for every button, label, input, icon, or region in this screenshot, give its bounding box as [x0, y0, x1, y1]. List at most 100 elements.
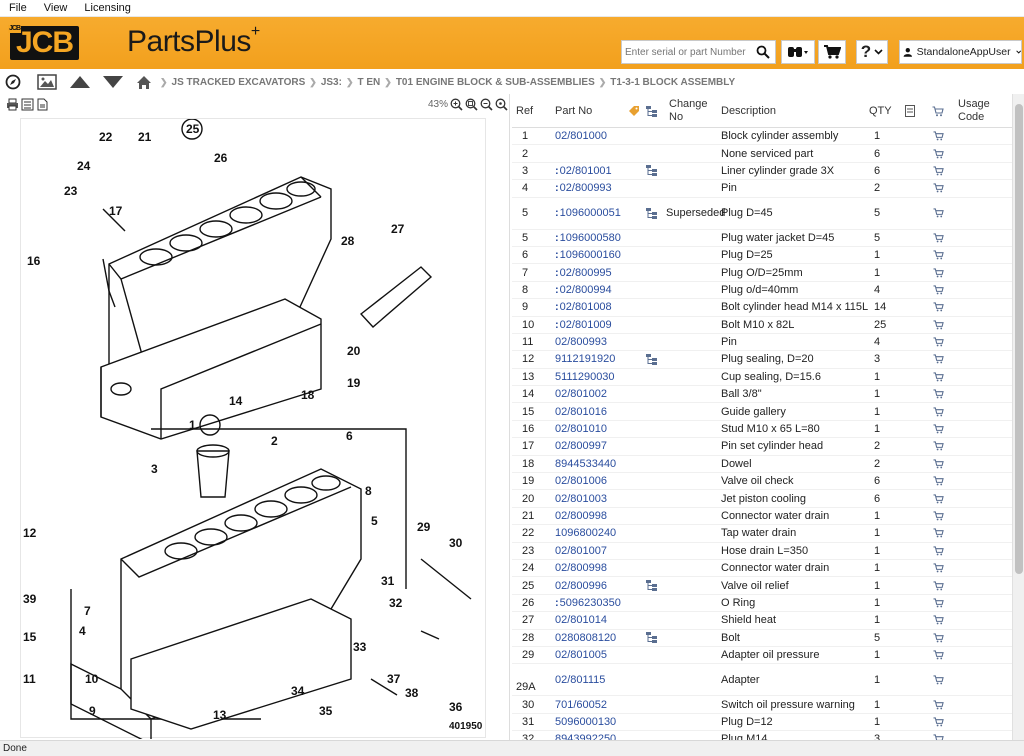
part-number-link[interactable]: 02/800995 — [559, 266, 612, 279]
menu-licensing[interactable]: Licensing — [84, 2, 131, 14]
callout-16[interactable]: 16 — [27, 254, 41, 268]
part-number-link[interactable]: 8943992250 — [555, 733, 617, 740]
cell-part-no[interactable]: 8944533440 — [555, 456, 645, 472]
cell-part-no[interactable]: :5096230350 — [555, 595, 645, 611]
home-button[interactable] — [135, 73, 153, 91]
callout-13[interactable]: 13 — [213, 708, 227, 722]
breadcrumb-item[interactable]: JS3: — [320, 76, 342, 88]
callout-27[interactable]: 27 — [391, 222, 405, 236]
add-to-cart-button[interactable] — [933, 664, 947, 695]
cell-part-no[interactable]: 02/801014 — [555, 612, 645, 628]
col-usage-code[interactable]: Usage Code — [958, 98, 990, 123]
add-to-cart-button[interactable] — [933, 282, 947, 298]
engine-block-diagram[interactable]: 1234567891011121314151617181920212223242… — [21, 118, 487, 746]
part-number-link[interactable]: 02/801000 — [555, 130, 607, 143]
add-to-cart-button[interactable] — [933, 612, 947, 628]
cell-change[interactable] — [646, 630, 666, 646]
part-number-link[interactable]: 9112191920 — [555, 353, 616, 366]
add-to-cart-button[interactable] — [933, 198, 947, 229]
callout-17[interactable]: 17 — [109, 204, 123, 218]
part-number-link[interactable]: 8944533440 — [555, 457, 617, 470]
zoom-fit-icon[interactable] — [465, 98, 478, 111]
callout-10[interactable]: 10 — [85, 672, 99, 686]
callout-25[interactable]: 25 — [186, 122, 200, 136]
add-to-cart-button[interactable] — [933, 334, 947, 350]
part-number-link[interactable]: 701/60052 — [555, 698, 607, 711]
callout-1[interactable]: 1 — [189, 418, 196, 432]
cell-part-no[interactable]: :02/801008 — [555, 299, 645, 315]
add-to-cart-button[interactable] — [933, 264, 947, 280]
cell-part-no[interactable]: 02/801005 — [555, 647, 645, 663]
callout-3[interactable]: 3 — [151, 462, 158, 476]
part-number-link[interactable]: 1096000160 — [559, 249, 621, 262]
cell-part-no[interactable]: 8943992250 — [555, 731, 645, 740]
part-number-link[interactable]: 02/801010 — [555, 423, 607, 436]
parts-scrollbar[interactable] — [1012, 94, 1024, 740]
callout-4[interactable]: 4 — [79, 624, 86, 638]
callout-12[interactable]: 12 — [23, 526, 37, 540]
add-to-cart-button[interactable] — [933, 403, 947, 419]
cell-part-no[interactable]: 5096000130 — [555, 714, 645, 730]
zoom-reset-icon[interactable] — [495, 98, 508, 111]
cell-part-no[interactable]: :02/801009 — [555, 317, 645, 333]
cell-part-no[interactable]: 02/800996 — [555, 577, 645, 593]
part-number-link[interactable]: 02/801002 — [555, 388, 607, 401]
callout-22[interactable]: 22 — [99, 130, 113, 144]
part-number-link[interactable]: 02/800998 — [555, 510, 607, 522]
cell-part-no[interactable]: 5111290030 — [555, 369, 645, 385]
part-number-link[interactable]: 02/801016 — [555, 405, 607, 418]
add-to-cart-button[interactable] — [933, 473, 947, 489]
add-to-cart-button[interactable] — [933, 386, 947, 402]
cell-part-no[interactable]: 02/800993 — [555, 334, 645, 350]
col-price-icon[interactable] — [628, 94, 640, 128]
cell-change[interactable] — [646, 163, 666, 179]
callout-35[interactable]: 35 — [319, 704, 333, 718]
zoom-out-icon[interactable] — [480, 98, 493, 111]
callout-32[interactable]: 32 — [389, 596, 403, 610]
image-button[interactable] — [36, 73, 58, 91]
cell-part-no[interactable]: 0280808120 — [555, 630, 645, 646]
col-part-no[interactable]: Part No — [555, 104, 593, 117]
add-to-cart-button[interactable] — [933, 577, 947, 593]
add-to-cart-button[interactable] — [933, 128, 947, 144]
part-number-link[interactable]: 0280808120 — [555, 631, 617, 644]
add-to-cart-button[interactable] — [933, 543, 947, 559]
callout-19[interactable]: 19 — [347, 376, 361, 390]
add-to-cart-button[interactable] — [933, 490, 947, 506]
add-to-cart-button[interactable] — [933, 647, 947, 663]
part-number-link[interactable]: 02/801007 — [555, 544, 607, 557]
callout-30[interactable]: 30 — [449, 536, 463, 550]
cell-part-no[interactable]: 9112191920 — [555, 351, 645, 367]
part-number-link[interactable]: 02/801006 — [555, 475, 607, 488]
add-to-cart-button[interactable] — [933, 299, 947, 315]
callout-20[interactable]: 20 — [347, 344, 361, 358]
callout-18[interactable]: 18 — [301, 388, 315, 402]
callout-29[interactable]: 29 — [417, 520, 431, 534]
callout-39[interactable]: 39 — [23, 592, 37, 606]
callout-21[interactable]: 21 — [138, 130, 152, 144]
add-to-cart-button[interactable] — [933, 369, 947, 385]
cart-button[interactable] — [818, 40, 846, 64]
part-number-link[interactable]: 02/801001 — [559, 164, 612, 177]
